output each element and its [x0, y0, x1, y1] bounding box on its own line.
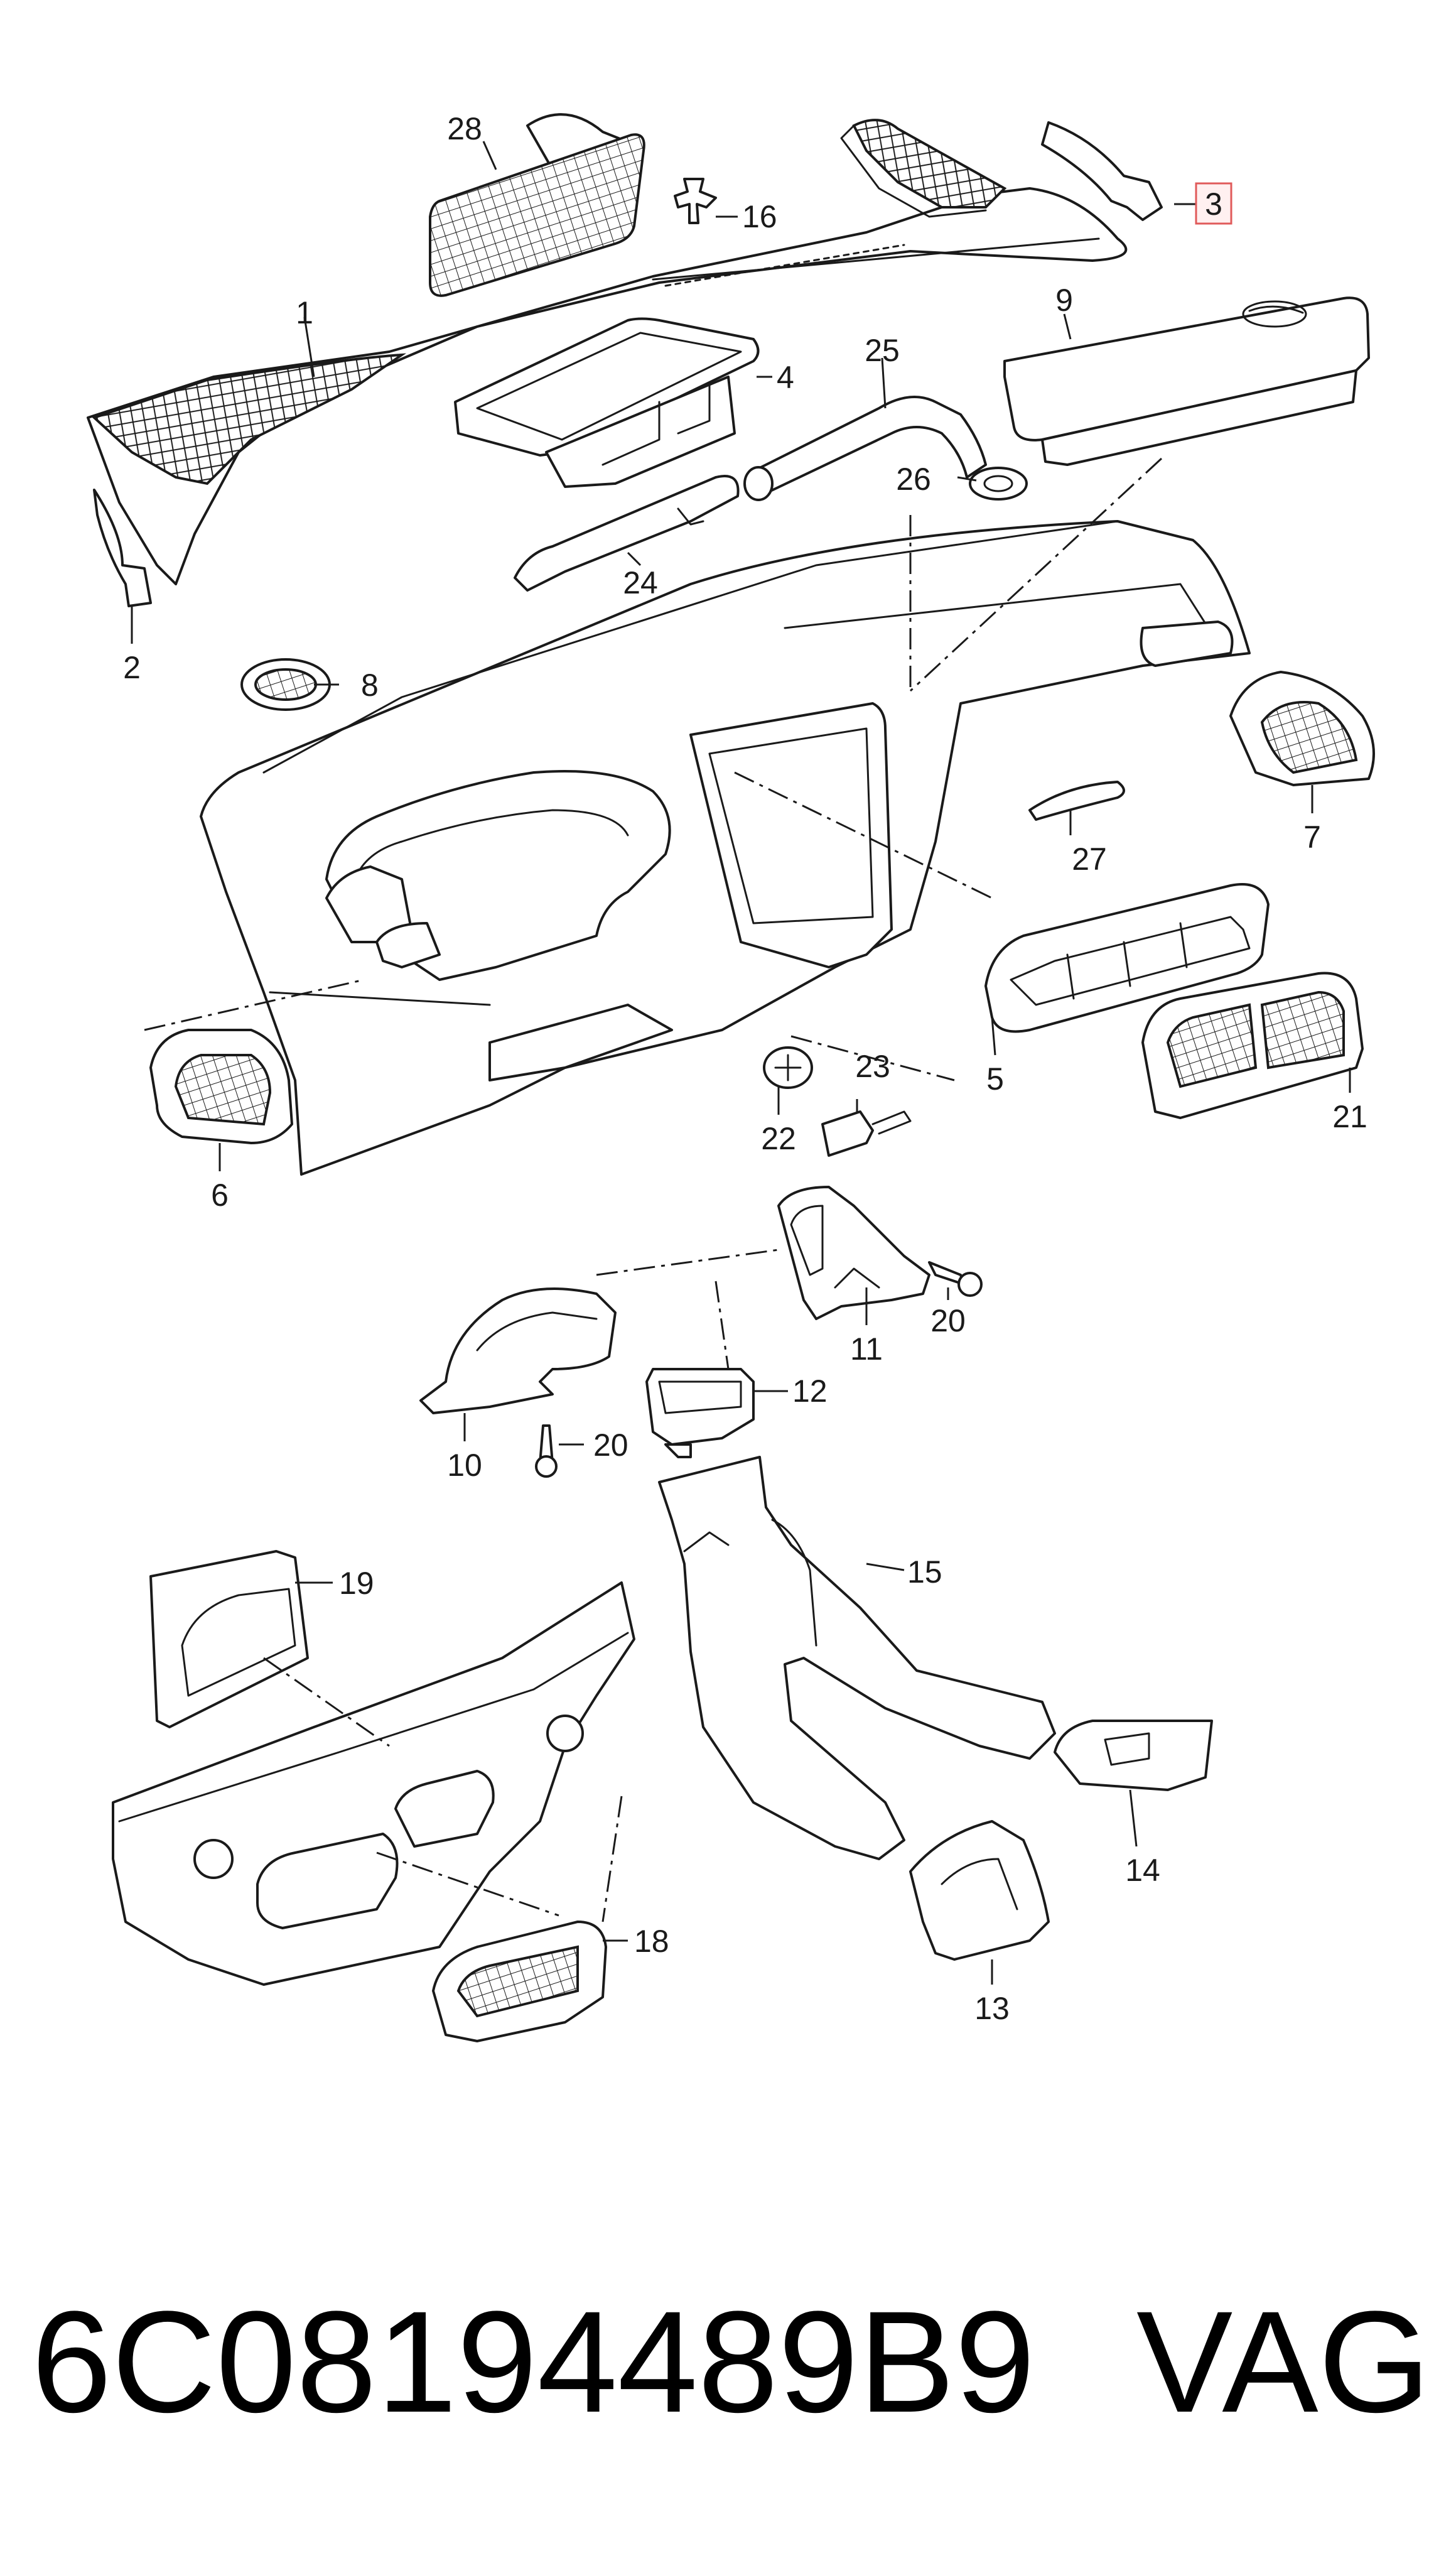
part-27-ring — [1028, 781, 1125, 821]
part-12-duct — [645, 1368, 755, 1458]
part-20-screw-upper — [928, 1261, 983, 1297]
callout-26: 26 — [896, 462, 931, 497]
part-26-grommet — [969, 467, 1028, 501]
callout-19: 19 — [339, 1566, 374, 1601]
callout-14: 14 — [1125, 1853, 1160, 1888]
part-15-floor-duct — [658, 1456, 1056, 1860]
part-22-clip — [763, 1046, 813, 1089]
part-16-clip — [674, 178, 717, 224]
part-23-connector — [821, 1110, 912, 1157]
dashboard-main — [200, 520, 1251, 1176]
part-4-duct — [454, 317, 760, 488]
callout-28: 28 — [447, 111, 482, 146]
bulkhead-panel — [112, 1581, 635, 1986]
footer: 6C08194489B9 VAG — [31, 2281, 1431, 2442]
part-28-grille — [429, 113, 645, 297]
part-1-dash-trim — [87, 119, 1128, 585]
callout-6: 6 — [211, 1178, 229, 1213]
callout-25: 25 — [865, 333, 900, 368]
part-11-duct — [777, 1186, 930, 1320]
part-2-bracket — [93, 489, 152, 607]
callout-24: 24 — [623, 565, 658, 600]
part-6-vent — [149, 1029, 293, 1144]
callout-20-lower: 20 — [593, 1428, 628, 1463]
callouts: 28 16 3 1 9 25 4 26 24 2 8 7 27 5 23 21 … — [123, 111, 1367, 2026]
leader-lines — [131, 141, 1351, 1985]
brand-name: VAG — [1136, 2281, 1431, 2442]
callout-11: 11 — [850, 1331, 883, 1367]
part-24-strip — [514, 475, 740, 592]
assembly-lines — [144, 457, 1163, 1922]
callout-2: 2 — [123, 650, 141, 685]
callout-27: 27 — [1072, 842, 1107, 877]
callout-15: 15 — [907, 1554, 942, 1590]
part-10-duct — [419, 1287, 617, 1414]
callout-4: 4 — [777, 360, 794, 395]
callout-21: 21 — [1332, 1099, 1367, 1134]
part-7-vent — [1229, 671, 1375, 786]
part-9-cover — [1003, 296, 1370, 466]
callout-1: 1 — [296, 295, 313, 330]
callout-13: 13 — [974, 1991, 1010, 2026]
part-3-trim — [1041, 121, 1163, 221]
part-5-vent-housing — [984, 883, 1270, 1033]
callout-9: 9 — [1055, 283, 1073, 318]
part-20-screw-lower — [535, 1424, 558, 1478]
part-number: 6C08194489B9 — [31, 2281, 1035, 2442]
callout-18: 18 — [634, 1924, 669, 1959]
part-13-outlet — [909, 1820, 1050, 1961]
callout-7: 7 — [1303, 820, 1321, 855]
callout-3-highlight — [1195, 182, 1232, 225]
part-19-box — [149, 1550, 309, 1728]
callout-12: 12 — [792, 1374, 828, 1409]
callout-8: 8 — [361, 668, 379, 703]
part-21-vents — [1141, 972, 1364, 1119]
part-14-outlet — [1054, 1720, 1213, 1791]
callout-5: 5 — [986, 1061, 1004, 1097]
part-18-grille — [432, 1921, 607, 2042]
callout-23: 23 — [855, 1049, 890, 1084]
part-8-vent — [240, 658, 331, 711]
callout-20-upper: 20 — [930, 1303, 966, 1338]
callout-22: 22 — [761, 1121, 796, 1156]
callout-16: 16 — [742, 199, 777, 234]
callout-3: 3 — [1205, 187, 1222, 222]
part-25-hose — [743, 396, 987, 501]
callout-10: 10 — [447, 1448, 482, 1483]
